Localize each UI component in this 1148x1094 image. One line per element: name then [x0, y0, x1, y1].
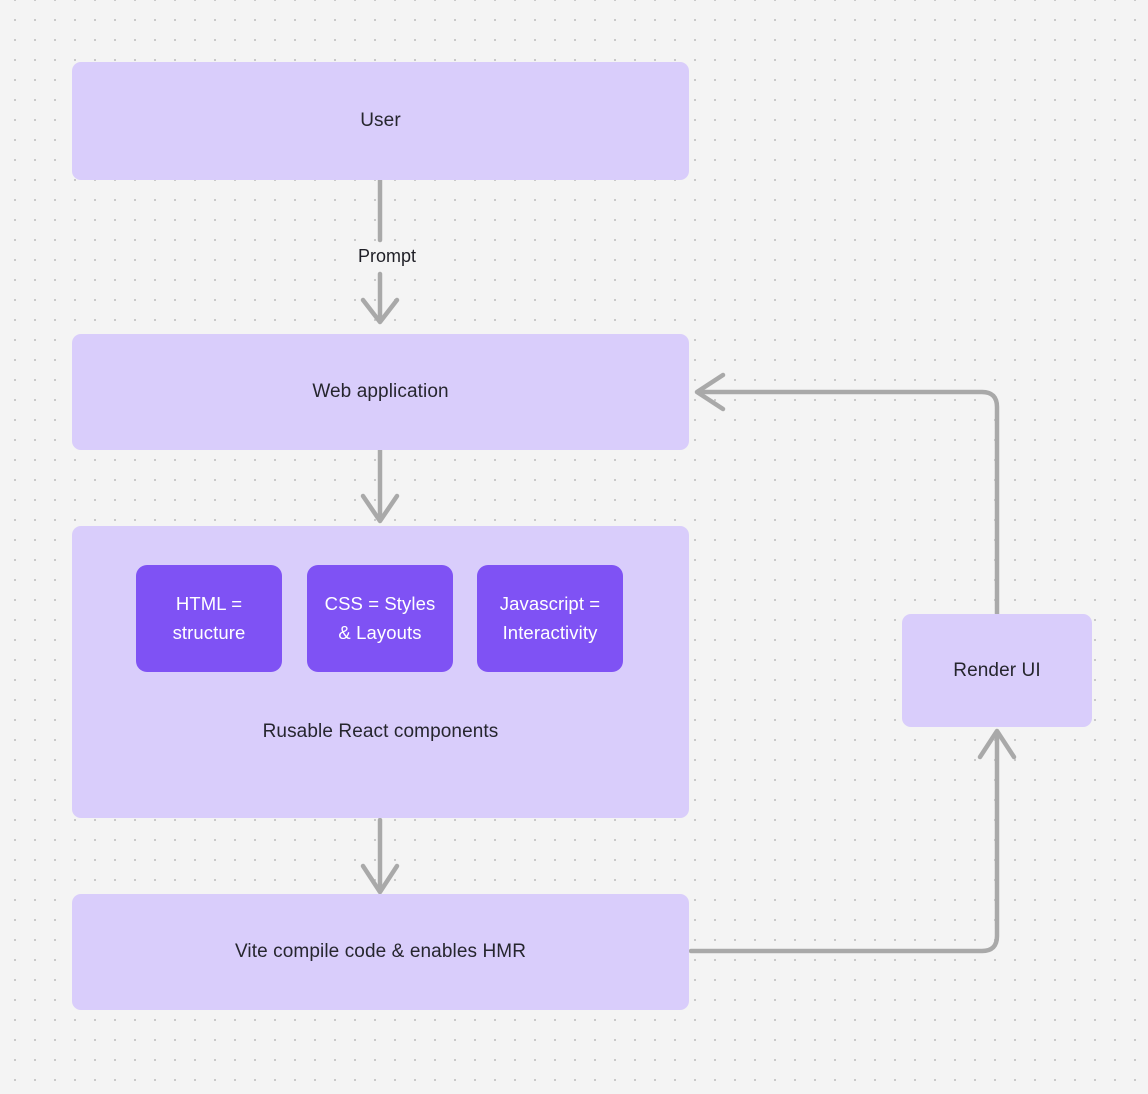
edge-render-ui-to-web-application [694, 372, 1000, 617]
node-render-ui[interactable]: Render UI [902, 614, 1092, 727]
node-web-application-label: Web application [312, 381, 449, 403]
arrowhead-icon [694, 372, 726, 412]
chip-html[interactable]: HTML = structure [136, 565, 282, 672]
node-user-label: User [360, 110, 401, 132]
chip-javascript[interactable]: Javascript = Interactivity [477, 565, 623, 672]
node-vite-label: Vite compile code & enables HMR [234, 941, 527, 963]
chip-html-label: HTML = structure [172, 592, 246, 643]
arrowhead-icon [360, 493, 400, 524]
edge-label-prompt: Prompt [338, 245, 436, 268]
chip-css[interactable]: CSS = Styles & Layouts [307, 565, 453, 672]
edge-web-application-to-components [360, 447, 400, 524]
node-user[interactable]: User [72, 62, 689, 180]
arrowhead-icon [360, 863, 400, 895]
chip-css-label: CSS = Styles & Layouts [324, 592, 436, 643]
node-components-group[interactable]: Rusable React components HTML = structur… [72, 526, 689, 818]
node-render-ui-label: Render UI [953, 659, 1041, 681]
chip-javascript-label: Javascript = Interactivity [499, 592, 601, 643]
components-group-caption: Rusable React components [262, 721, 499, 742]
node-vite[interactable]: Vite compile code & enables HMR [72, 894, 689, 1010]
edge-components-to-vite [360, 817, 400, 895]
arrowhead-icon [360, 297, 400, 325]
arrowhead-icon [977, 728, 1017, 760]
node-web-application[interactable]: Web application [72, 334, 689, 450]
edge-vite-to-render-ui [688, 728, 1017, 954]
